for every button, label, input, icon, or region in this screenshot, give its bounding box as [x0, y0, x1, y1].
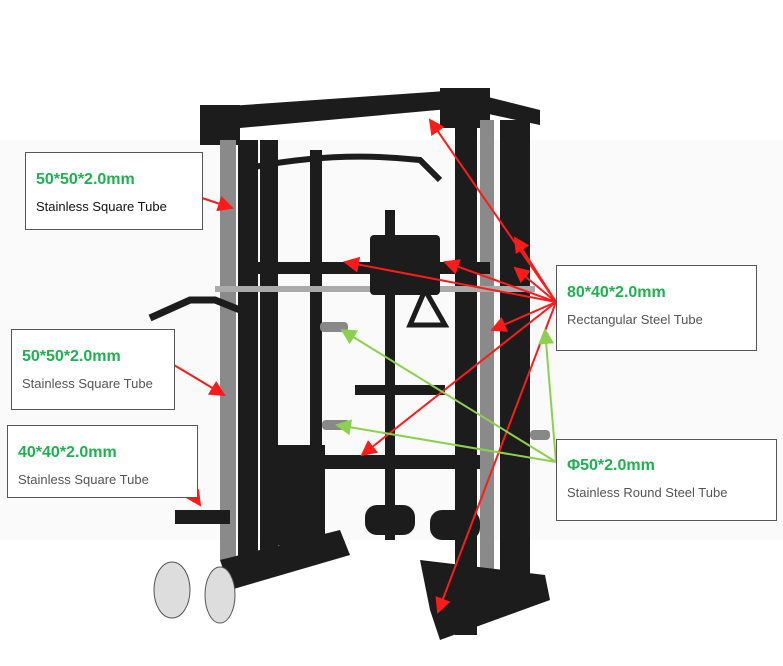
spec-size: Φ50*2.0mm [567, 457, 655, 474]
spec-description: Stainless Square Tube [36, 199, 167, 214]
red-arrows [173, 118, 557, 614]
spec-size: 50*50*2.0mm [36, 171, 135, 188]
spec-description: Stainless Round Steel Tube [567, 485, 728, 500]
spec-size: 50*50*2.0mm [22, 348, 121, 365]
spec-size: 40*40*2.0mm [18, 444, 117, 461]
green-arrows [335, 328, 557, 463]
spec-label-lower: 40*40*2.0mm Stainless Square Tube [7, 425, 198, 498]
spec-description: Stainless Square Tube [22, 376, 153, 391]
spec-label-upright-upper: 50*50*2.0mm Stainless Square Tube [25, 152, 203, 230]
smith-machine-frame [148, 88, 550, 640]
spec-size: 80*40*2.0mm [567, 284, 666, 301]
spec-description: Rectangular Steel Tube [567, 312, 703, 327]
spec-description: Stainless Square Tube [18, 472, 149, 487]
spec-label-rectangular: 80*40*2.0mm Rectangular Steel Tube [556, 265, 757, 351]
spec-label-upright-middle: 50*50*2.0mm Stainless Square Tube [11, 329, 175, 410]
spec-label-round: Φ50*2.0mm Stainless Round Steel Tube [556, 439, 777, 521]
